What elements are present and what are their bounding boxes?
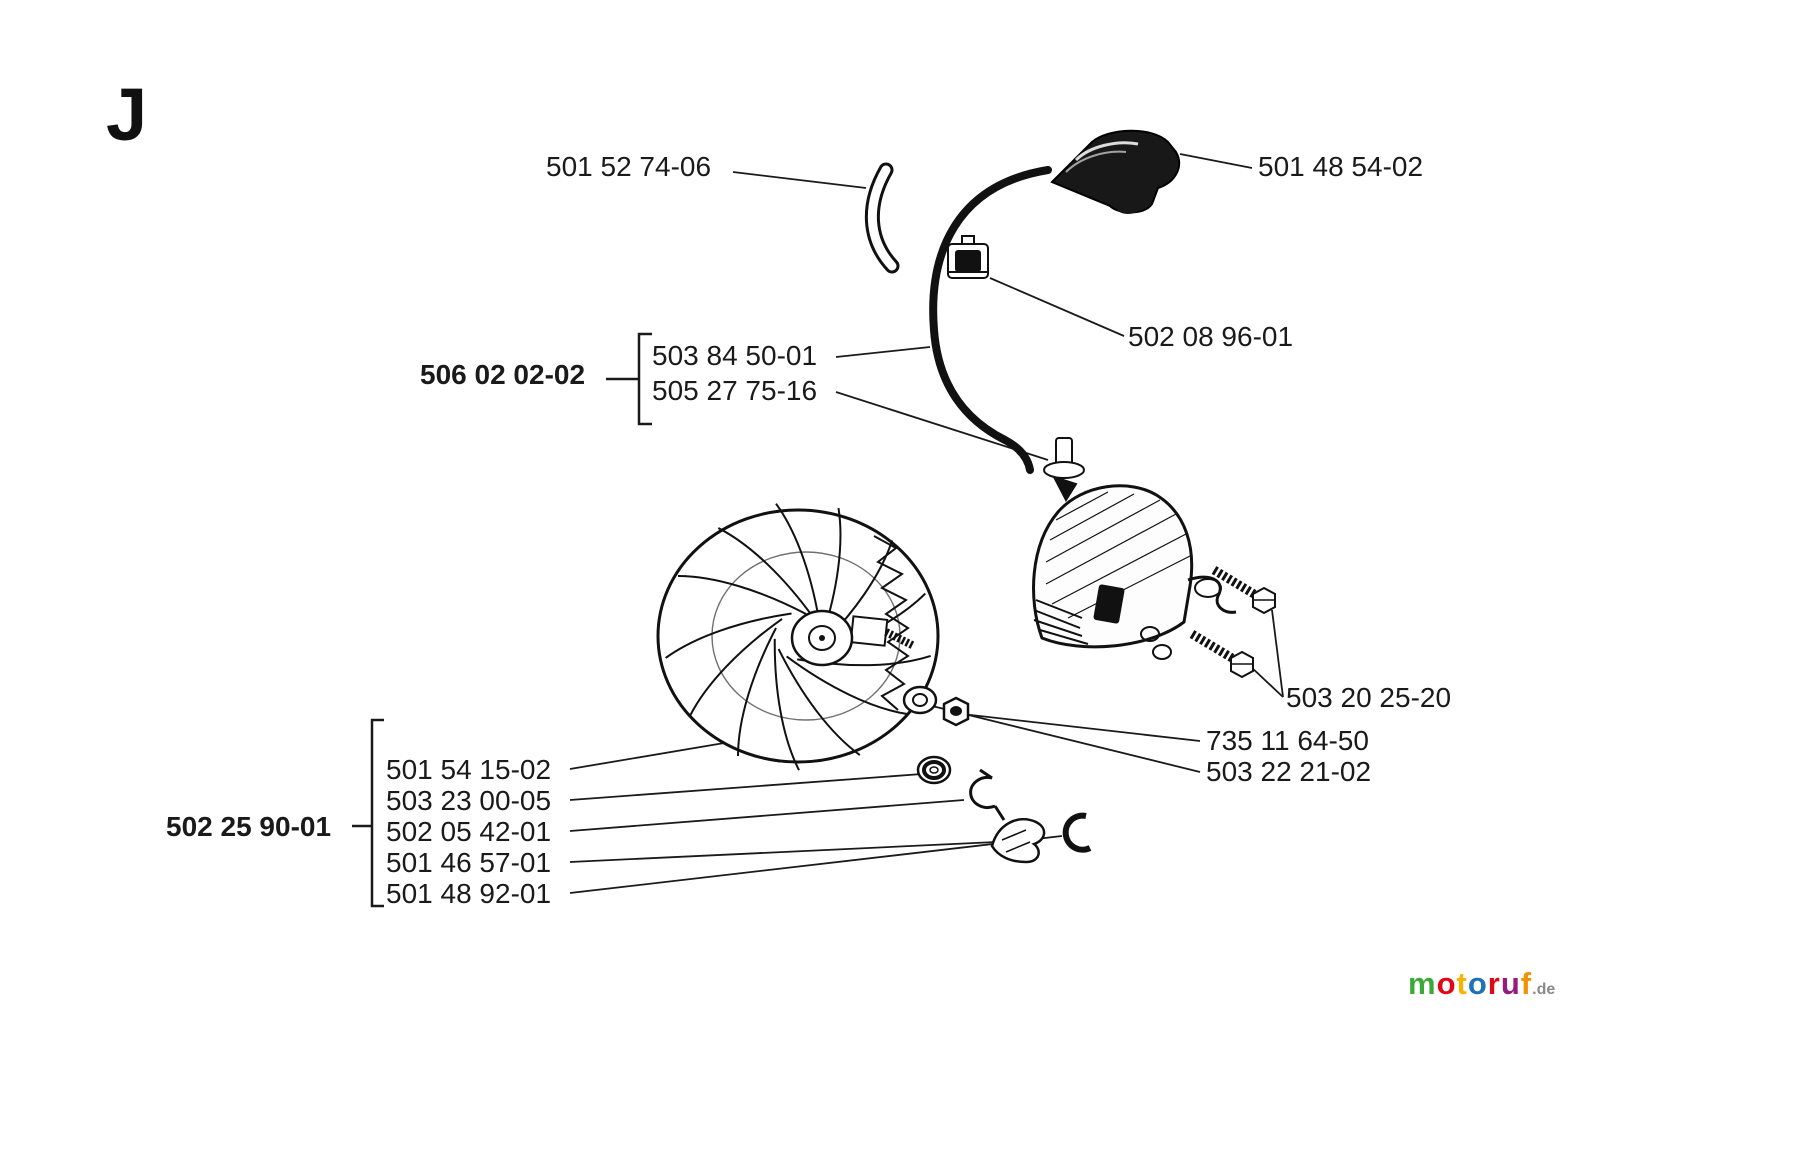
logo-letter: m	[1408, 966, 1437, 1001]
part-label-washer-small: 503 23 00-05	[386, 785, 552, 816]
part-label-nut: 735 11 64-50	[1206, 725, 1369, 756]
part-label-washer: 503 22 21-02	[1206, 756, 1372, 787]
terminal-drawing	[1043, 437, 1085, 503]
part-label-clamp: 502 08 96-01	[1128, 321, 1294, 352]
motoruf-logo[interactable]: motoruf.de	[1408, 966, 1555, 1002]
part-label-flywheel-assembly: 502 25 90-01	[166, 811, 332, 842]
part-label-ignition-lead: 503 84 50-01	[652, 340, 818, 371]
part-label-clip: 501 48 92-01	[386, 878, 552, 909]
part-label-hose: 501 52 74-06	[546, 151, 712, 182]
label-brackets	[352, 332, 652, 908]
spark-plug-boot-drawing	[1050, 129, 1181, 214]
part-label-flywheel: 501 54 15-02	[386, 754, 552, 785]
hose-drawing	[864, 162, 900, 274]
screws-drawing	[1140, 566, 1276, 679]
section-letter: J	[106, 73, 148, 156]
part-label-spring: 502 05 42-01	[386, 816, 552, 847]
leader-lines	[569, 153, 1284, 894]
washer-drawing	[902, 685, 938, 715]
logo-letter: o	[1436, 966, 1457, 1001]
pawl-drawing	[990, 818, 1046, 864]
clamp-drawing	[947, 235, 989, 279]
part-label-screw: 503 20 25-20	[1286, 682, 1452, 713]
ignition-lead-drawing	[929, 166, 1052, 474]
small-washer-drawing	[916, 755, 952, 785]
nut-drawing	[942, 696, 970, 727]
logo-letter: u	[1500, 966, 1521, 1001]
logo-suffix: .de	[1532, 981, 1556, 998]
circlip-drawing	[1062, 812, 1092, 853]
logo-letter: f	[1520, 966, 1533, 1001]
spring-drawing	[969, 768, 1006, 821]
logo-letter: t	[1456, 966, 1468, 1001]
part-label-pawl: 501 46 57-01	[386, 847, 552, 878]
ignition-module-drawing	[1032, 484, 1237, 649]
part-label-terminal: 505 27 75-16	[652, 375, 818, 406]
part-label-ignition-assembly: 506 02 02-02	[420, 359, 586, 390]
part-label-plug-boot: 501 48 54-02	[1258, 151, 1424, 182]
logo-letter: r	[1487, 966, 1501, 1001]
logo-letter: o	[1467, 966, 1488, 1001]
flywheel-drawing	[656, 502, 940, 772]
